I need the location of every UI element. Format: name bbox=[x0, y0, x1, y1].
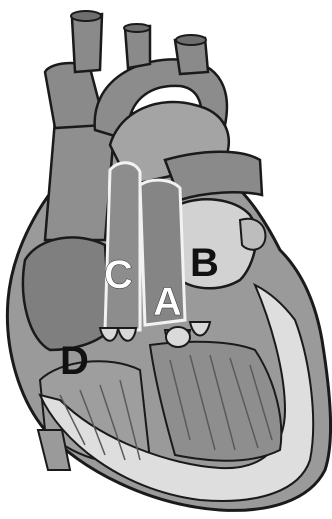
label-c: C bbox=[104, 253, 133, 297]
right-atrium bbox=[23, 237, 110, 350]
superior-vena-cava bbox=[45, 120, 115, 240]
vessel-opening-2 bbox=[124, 24, 150, 32]
aortic-branch-1 bbox=[72, 14, 102, 72]
label-a: A bbox=[153, 280, 182, 324]
pulmonary-outflow bbox=[105, 163, 140, 330]
vessel-opening-1 bbox=[71, 11, 101, 21]
pulmonary-vein-stub bbox=[240, 219, 265, 250]
aortic-valve-bulb bbox=[166, 327, 190, 347]
vessel-opening-3 bbox=[176, 35, 206, 45]
label-b: B bbox=[190, 241, 219, 285]
label-d: D bbox=[60, 339, 89, 383]
